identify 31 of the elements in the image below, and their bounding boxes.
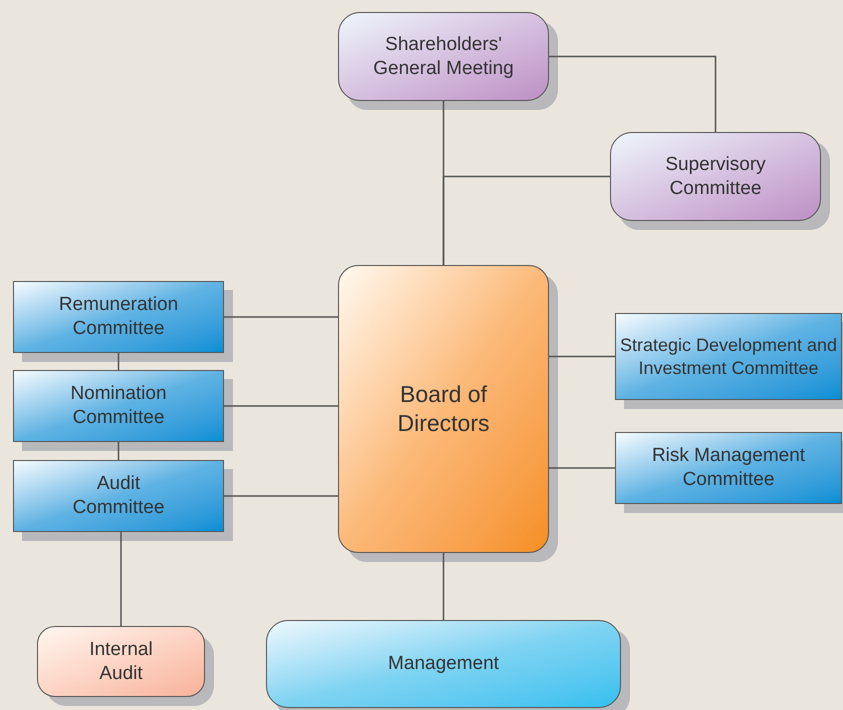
- management-box: [266, 620, 621, 708]
- connector-line: [224, 316, 338, 318]
- audit-box: [37, 626, 205, 697]
- node-label: Supervisory Committee: [664, 152, 767, 200]
- meeting-box: [338, 12, 549, 101]
- node-label: Strategic Development and Investment Committee: [618, 334, 838, 379]
- connector-line: [442, 553, 444, 620]
- connector-line: [442, 176, 610, 265]
- node-label: Risk Management Committee: [650, 444, 806, 492]
- node-label: Board of Directors: [396, 380, 490, 438]
- committee-box: [610, 132, 821, 221]
- connector-line: [549, 56, 716, 132]
- committee-box: [13, 281, 224, 353]
- node-label: Shareholders' General Meeting: [372, 32, 515, 80]
- committee-box: [13, 370, 224, 442]
- committee-box: [615, 313, 842, 400]
- node-label: Remuneration Committee: [58, 293, 180, 341]
- node-label: Management: [388, 652, 499, 676]
- connector-line: [118, 353, 120, 370]
- connector-line: [549, 467, 615, 469]
- node-label: Internal Audit: [88, 638, 154, 686]
- node-label: Audit Committee: [72, 472, 166, 520]
- connector-line: [224, 495, 338, 497]
- connector-line: [549, 356, 615, 358]
- committee-box: [13, 460, 224, 532]
- committee-box: [615, 432, 842, 504]
- connector-line: [118, 442, 120, 460]
- board-box: [338, 265, 549, 553]
- connector-line: [224, 405, 338, 407]
- node-label: Nomination Committee: [69, 382, 168, 430]
- connector-line: [120, 532, 122, 626]
